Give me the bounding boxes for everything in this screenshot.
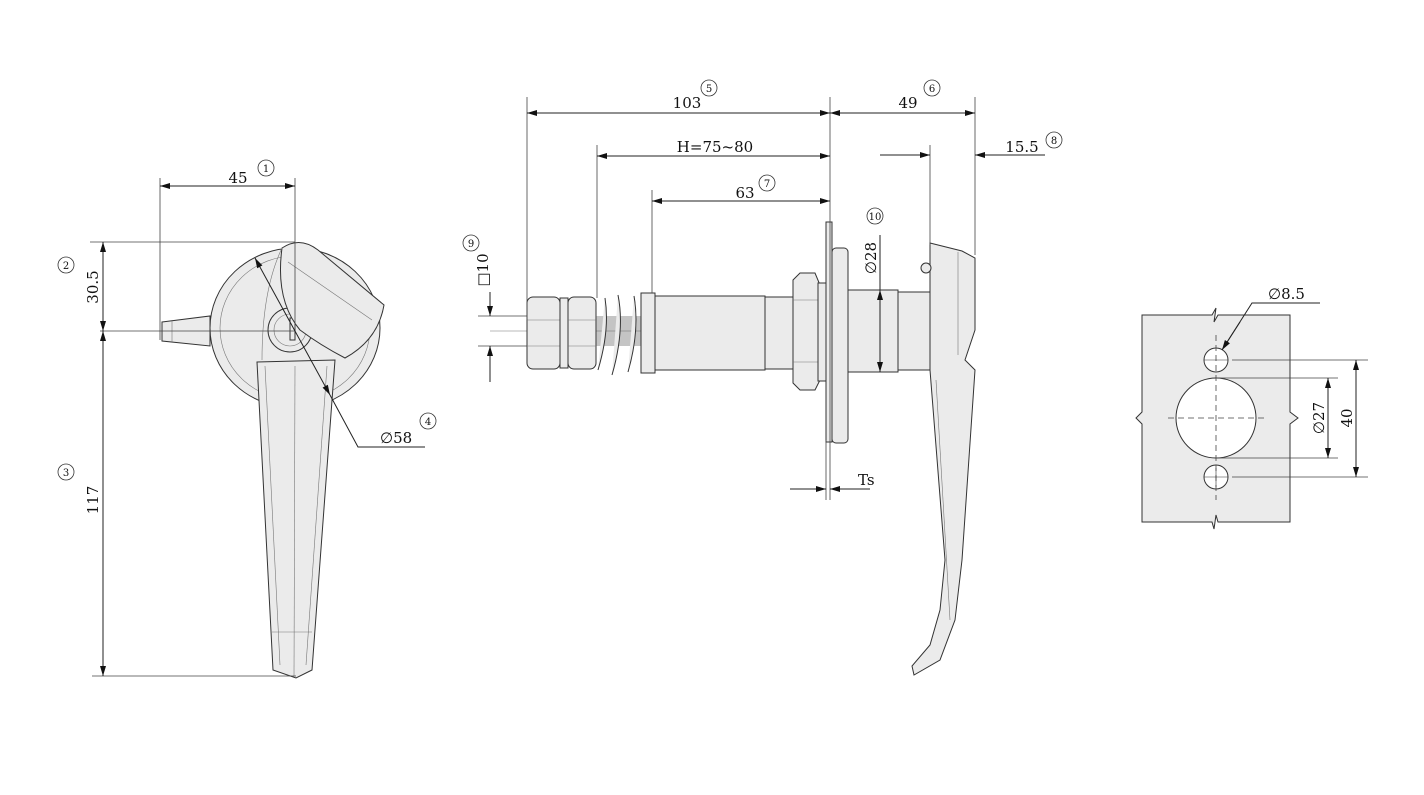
callout-3: 3 (57, 463, 75, 481)
dim-center-hole-27: ∅27 (1310, 402, 1328, 434)
callout-10: 10 (866, 207, 884, 225)
dim-length-117: 117 (84, 486, 102, 515)
svg-text:9: 9 (468, 239, 474, 250)
lock-side-drawing (490, 221, 976, 676)
callout-9: 9 (462, 234, 480, 252)
dim-top-30-5: 30.5 (84, 270, 102, 303)
svg-text:4: 4 (425, 417, 431, 428)
dim-shaft-28: ∅28 (862, 242, 880, 274)
callout-1: 1 (257, 159, 275, 177)
callout-5: 5 (700, 79, 718, 97)
dim-width-45: 45 (228, 169, 247, 187)
svg-text:6: 6 (929, 84, 935, 95)
callout-6: 6 (923, 79, 941, 97)
side-view: 103 5 49 6 H=75~80 63 7 15.5 8 □10 9 ∅28… (462, 79, 1063, 676)
callout-2: 2 (57, 256, 75, 274)
callout-4: 4 (419, 412, 437, 430)
dim-h-range: H=75~80 (677, 138, 753, 156)
handle-front-drawing (161, 242, 385, 679)
callout-8: 8 (1045, 131, 1063, 149)
svg-text:7: 7 (764, 179, 770, 190)
dim-thickness-ts: Ts (858, 471, 875, 489)
svg-text:2: 2 (63, 261, 69, 272)
dim-handle-offset-15-5: 15.5 (1005, 138, 1038, 156)
svg-text:3: 3 (63, 468, 69, 479)
dim-body-63: 63 (735, 184, 754, 202)
callout-7: 7 (758, 174, 776, 192)
dim-handle-depth-49: 49 (898, 94, 917, 112)
svg-text:1: 1 (263, 164, 269, 175)
dim-square-10: □10 (474, 253, 492, 286)
dim-hole-spacing-40: 40 (1338, 408, 1356, 427)
dim-total-103: 103 (673, 94, 702, 112)
panel-cutout-view: 40 ∅27 ∅8.5 (1135, 285, 1368, 530)
svg-text:5: 5 (706, 84, 712, 95)
svg-text:8: 8 (1051, 136, 1057, 147)
dim-diameter-58: ∅58 (380, 429, 412, 447)
dim-hole-8-5: ∅8.5 (1268, 285, 1305, 303)
front-view: 45 1 30.5 2 117 3 ∅58 4 (57, 159, 437, 679)
svg-text:10: 10 (869, 212, 882, 223)
